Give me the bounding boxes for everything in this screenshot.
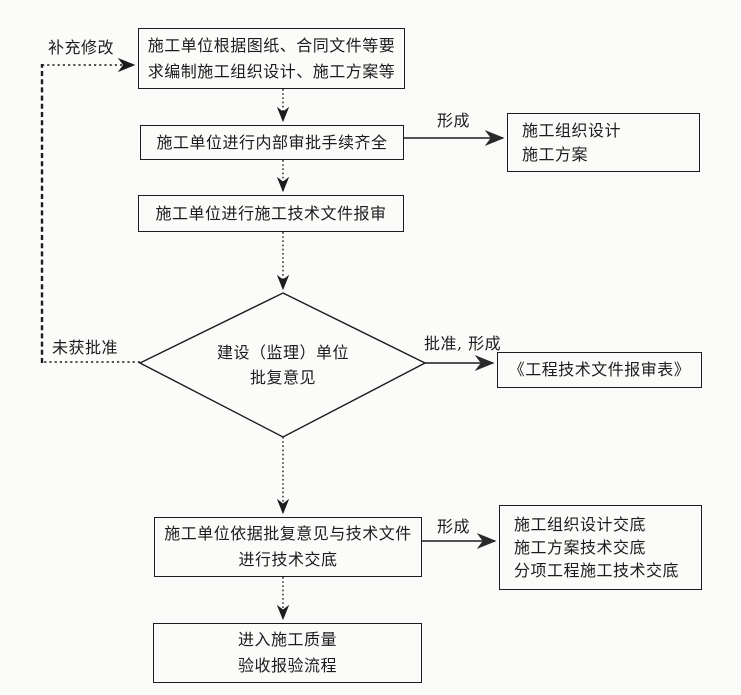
output-box-disclosure-list: 施工组织设计交底 施工方案技术交底 分项工程施工技术交底 <box>499 505 702 590</box>
process-box-internal-review: 施工单位进行内部审批手续齐全 <box>140 125 404 160</box>
output-box-org-design-line-1: 施工组织设计 <box>522 120 622 140</box>
edge-label-form-top: 形成 <box>437 111 471 130</box>
output-box-review-form-line-1: 《工程技术文件报审表》 <box>508 360 691 379</box>
process-box-tech-disclosure: 施工单位依据批复意见与技术文件 进行技术交底 <box>154 517 422 577</box>
process-box-internal-review-line-1: 施工单位进行内部审批手续齐全 <box>156 132 388 152</box>
process-box-submit-docs-line-1: 施工单位进行施工技术文件报审 <box>155 203 387 223</box>
process-box-prepare-documents: 施工单位根据图纸、合同文件等要 求编制施工组织设计、施工方案等 <box>138 28 405 89</box>
decision-diamond-label: 建设（监理）单位 批复意见 <box>163 340 403 390</box>
output-box-disclosure-line-2: 施工方案技术交底 <box>514 538 647 557</box>
output-box-disclosure-line-1: 施工组织设计交底 <box>514 515 647 534</box>
process-box-tech-disclosure-line-1: 施工单位依据批复意见与技术文件 <box>164 524 412 543</box>
output-box-org-design-line-2: 施工方案 <box>522 144 589 164</box>
process-box-prepare-line-1: 施工单位根据图纸、合同文件等要 <box>147 35 396 55</box>
edge-label-form-bottom: 形成 <box>437 517 471 536</box>
edge-label-not-approved: 未获批准 <box>52 338 119 357</box>
process-box-next-process: 进入施工质量 验收报验流程 <box>153 623 422 683</box>
process-box-submit-docs: 施工单位进行施工技术文件报审 <box>138 195 404 232</box>
edge-label-supplement-revise: 补充修改 <box>48 38 115 57</box>
output-box-review-form: 《工程技术文件报审表》 <box>497 352 702 388</box>
output-box-disclosure-line-3: 分项工程施工技术交底 <box>514 561 680 580</box>
process-box-tech-disclosure-line-2: 进行技术交底 <box>238 550 338 569</box>
output-box-org-design: 施工组织设计 施工方案 <box>507 113 700 172</box>
decision-line-1: 建设（监理）单位 <box>216 343 349 362</box>
process-box-next-process-line-1: 进入施工质量 <box>237 630 337 649</box>
process-box-prepare-line-2: 求编制施工组织设计、施工方案等 <box>147 61 396 81</box>
edge-label-approved-form: 批准, 形成 <box>424 334 502 353</box>
decision-diamond-shape <box>138 292 427 438</box>
process-box-next-process-line-2: 验收报验流程 <box>237 656 337 675</box>
decision-line-2: 批复意见 <box>249 368 316 387</box>
